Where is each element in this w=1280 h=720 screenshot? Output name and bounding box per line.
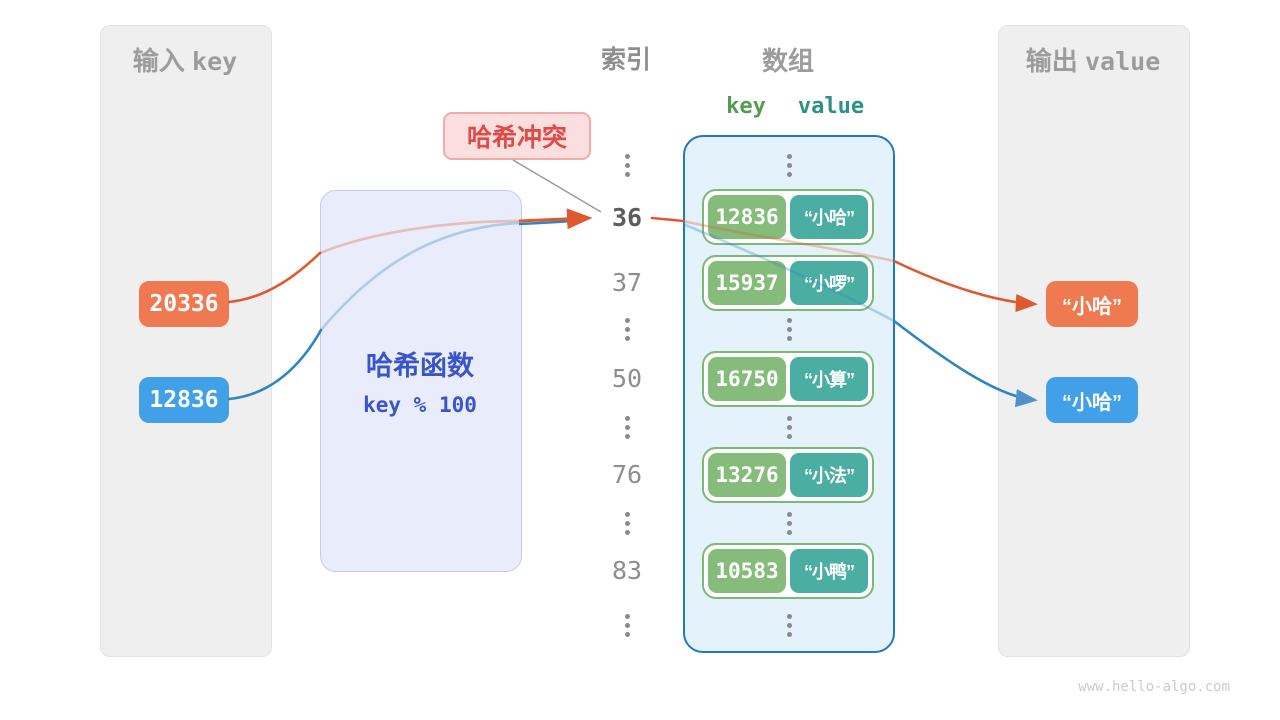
- array-row-12836: 12836 “小哈”: [702, 189, 874, 245]
- row-key: 16750: [708, 357, 786, 401]
- collision-pointer-line: [512, 159, 602, 213]
- index-value-76: 76: [611, 460, 643, 489]
- array-row-13276: 13276 “小法”: [702, 447, 874, 503]
- input-key-20336: 20336: [139, 281, 229, 327]
- row-key: 13276: [708, 453, 786, 497]
- ellipsis-dots: [786, 318, 792, 341]
- output-panel-title: 输出 value: [998, 44, 1188, 78]
- orange-arrow-to-index-36: [518, 208, 593, 230]
- ellipsis-dots: [624, 318, 630, 341]
- array-col-header-key: key: [726, 94, 766, 119]
- ellipsis-dots: [624, 614, 630, 637]
- input-key-12836: 12836: [139, 377, 229, 423]
- hash-function-formula: key % 100: [363, 393, 477, 417]
- input-panel: [100, 25, 272, 657]
- array-row-10583: 10583 “小鸭”: [702, 543, 874, 599]
- blue-line-to-index: [518, 218, 585, 226]
- input-title-cn: 输入: [132, 46, 185, 76]
- input-title-en: key: [192, 47, 238, 76]
- index-value-50: 50: [611, 364, 643, 393]
- hash-function-box: [320, 190, 522, 572]
- hash-function-title: 哈希函数: [366, 351, 474, 381]
- index-value-83: 83: [611, 556, 643, 585]
- array-row-15937: 15937 “小啰”: [702, 255, 874, 311]
- row-value: “小算”: [790, 357, 868, 401]
- ellipsis-dots: [624, 154, 630, 177]
- output-value-blue: “小哈”: [1046, 377, 1138, 423]
- output-title-en: value: [1084, 47, 1161, 76]
- row-value: “小法”: [790, 453, 868, 497]
- row-value: “小鸭”: [790, 549, 868, 593]
- output-panel: [998, 25, 1190, 657]
- input-panel-title: 输入 key: [100, 44, 270, 78]
- ellipsis-dots: [624, 416, 630, 439]
- array-col-header-value: value: [797, 94, 865, 119]
- index-value-36: 36: [611, 203, 643, 232]
- hash-collision-label: 哈希冲突: [443, 112, 591, 160]
- ellipsis-dots: [786, 416, 792, 439]
- output-value-orange: “小哈”: [1046, 281, 1138, 327]
- watermark: www.hello-algo.com: [1078, 679, 1230, 695]
- index-column-title: 索引: [600, 45, 651, 74]
- array-row-16750: 16750 “小算”: [702, 351, 874, 407]
- index-value-37: 37: [611, 268, 643, 297]
- output-title-cn: 输出: [1025, 46, 1078, 76]
- array-title: 数组: [761, 46, 814, 76]
- row-value: “小啰”: [790, 261, 868, 305]
- ellipsis-dots: [786, 614, 792, 637]
- row-key: 10583: [708, 549, 786, 593]
- row-value: “小哈”: [790, 195, 868, 239]
- ellipsis-dots: [786, 154, 792, 177]
- row-key: 15937: [708, 261, 786, 305]
- ellipsis-dots: [624, 512, 630, 535]
- row-key: 12836: [708, 195, 786, 239]
- ellipsis-dots: [786, 512, 792, 535]
